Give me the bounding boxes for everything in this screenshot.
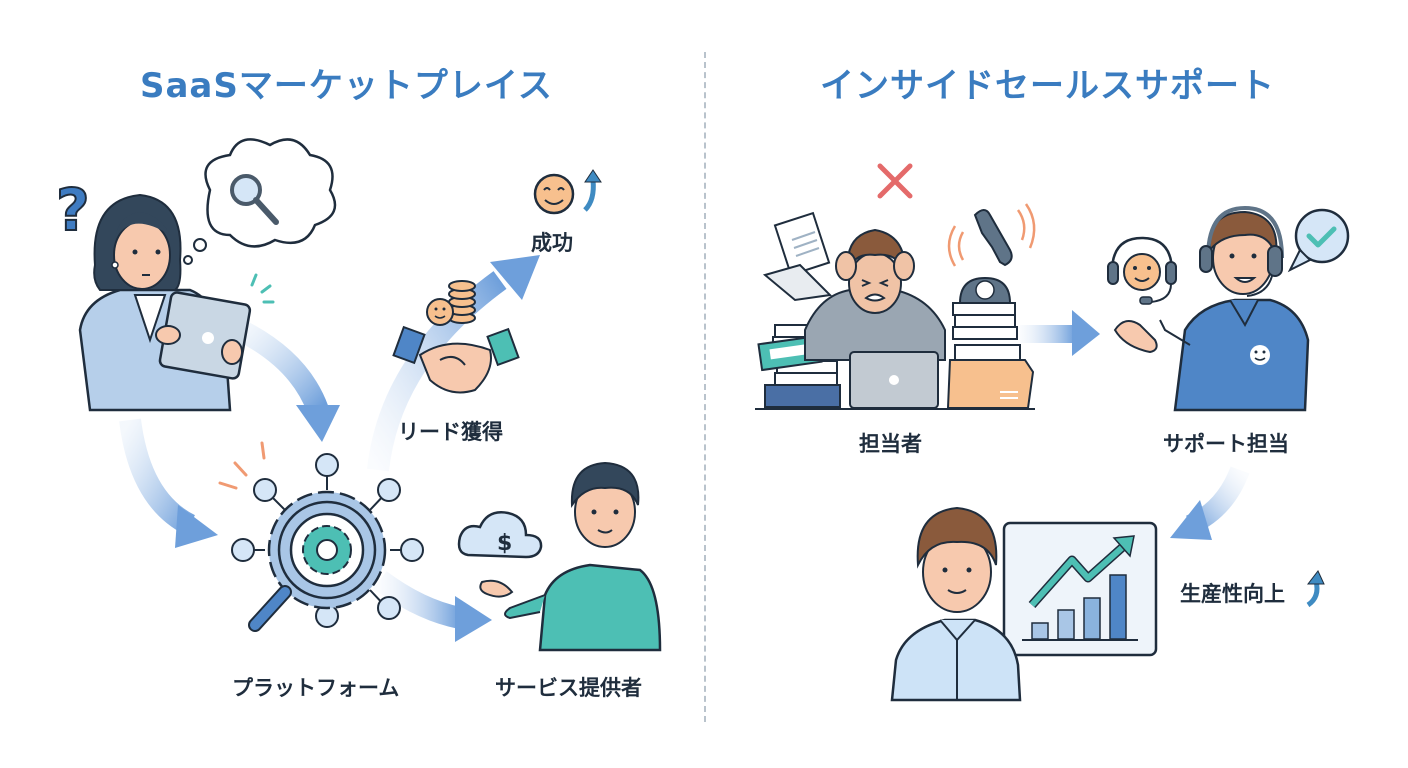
flow-arrow-user-to-platform	[234, 320, 340, 442]
question-mark-icon: ?	[56, 176, 90, 244]
label-support-staff: サポート担当	[1163, 432, 1289, 456]
handshake-icon	[392, 325, 520, 394]
ringing-phone-icon	[947, 203, 1036, 304]
magnifier-thought-bubble-icon	[183, 138, 337, 265]
headset-smiley-icon	[1107, 236, 1177, 305]
checkmark-bubble-icon	[1287, 208, 1350, 273]
support-staff-illustration	[1113, 205, 1310, 412]
cross-icon	[877, 163, 913, 199]
label-success: 成功	[531, 231, 573, 255]
woman-user-illustration	[78, 193, 275, 412]
flow-arrow-support-to-productivity	[1170, 466, 1250, 540]
up-arrow-icon	[1306, 570, 1325, 608]
svg-text:$: $	[497, 531, 512, 556]
overwhelmed-staff-illustration	[755, 203, 1036, 410]
dollar-cloud-icon: $	[457, 511, 543, 559]
flow-arrow-staff-to-support	[1020, 310, 1100, 356]
flow-arrow-platform-to-provider	[373, 571, 492, 642]
smiley-up-arrow-icon	[533, 169, 602, 215]
label-service-provider: サービス提供者	[495, 676, 642, 700]
label-staff: 担当者	[859, 432, 922, 456]
label-lead-acquisition: リード獲得	[398, 420, 503, 444]
panel-divider	[704, 52, 706, 722]
label-platform: プラットフォーム	[232, 676, 400, 700]
smiley-coins-icon	[426, 280, 476, 326]
platform-gear-network-icon	[218, 441, 424, 632]
laptop-icon	[849, 351, 939, 409]
right-panel-title: インサイドセールスサポート	[820, 66, 1275, 106]
label-productivity: 生産性向上	[1180, 582, 1285, 606]
left-panel-title: SaaSマーケットプレイス	[140, 66, 553, 106]
folder-icon	[946, 344, 1035, 409]
flow-arrow-down-left	[119, 418, 218, 548]
productive-staff-illustration	[890, 506, 1022, 702]
growth-chart-icon	[1002, 521, 1158, 657]
service-provider-illustration	[479, 461, 662, 652]
